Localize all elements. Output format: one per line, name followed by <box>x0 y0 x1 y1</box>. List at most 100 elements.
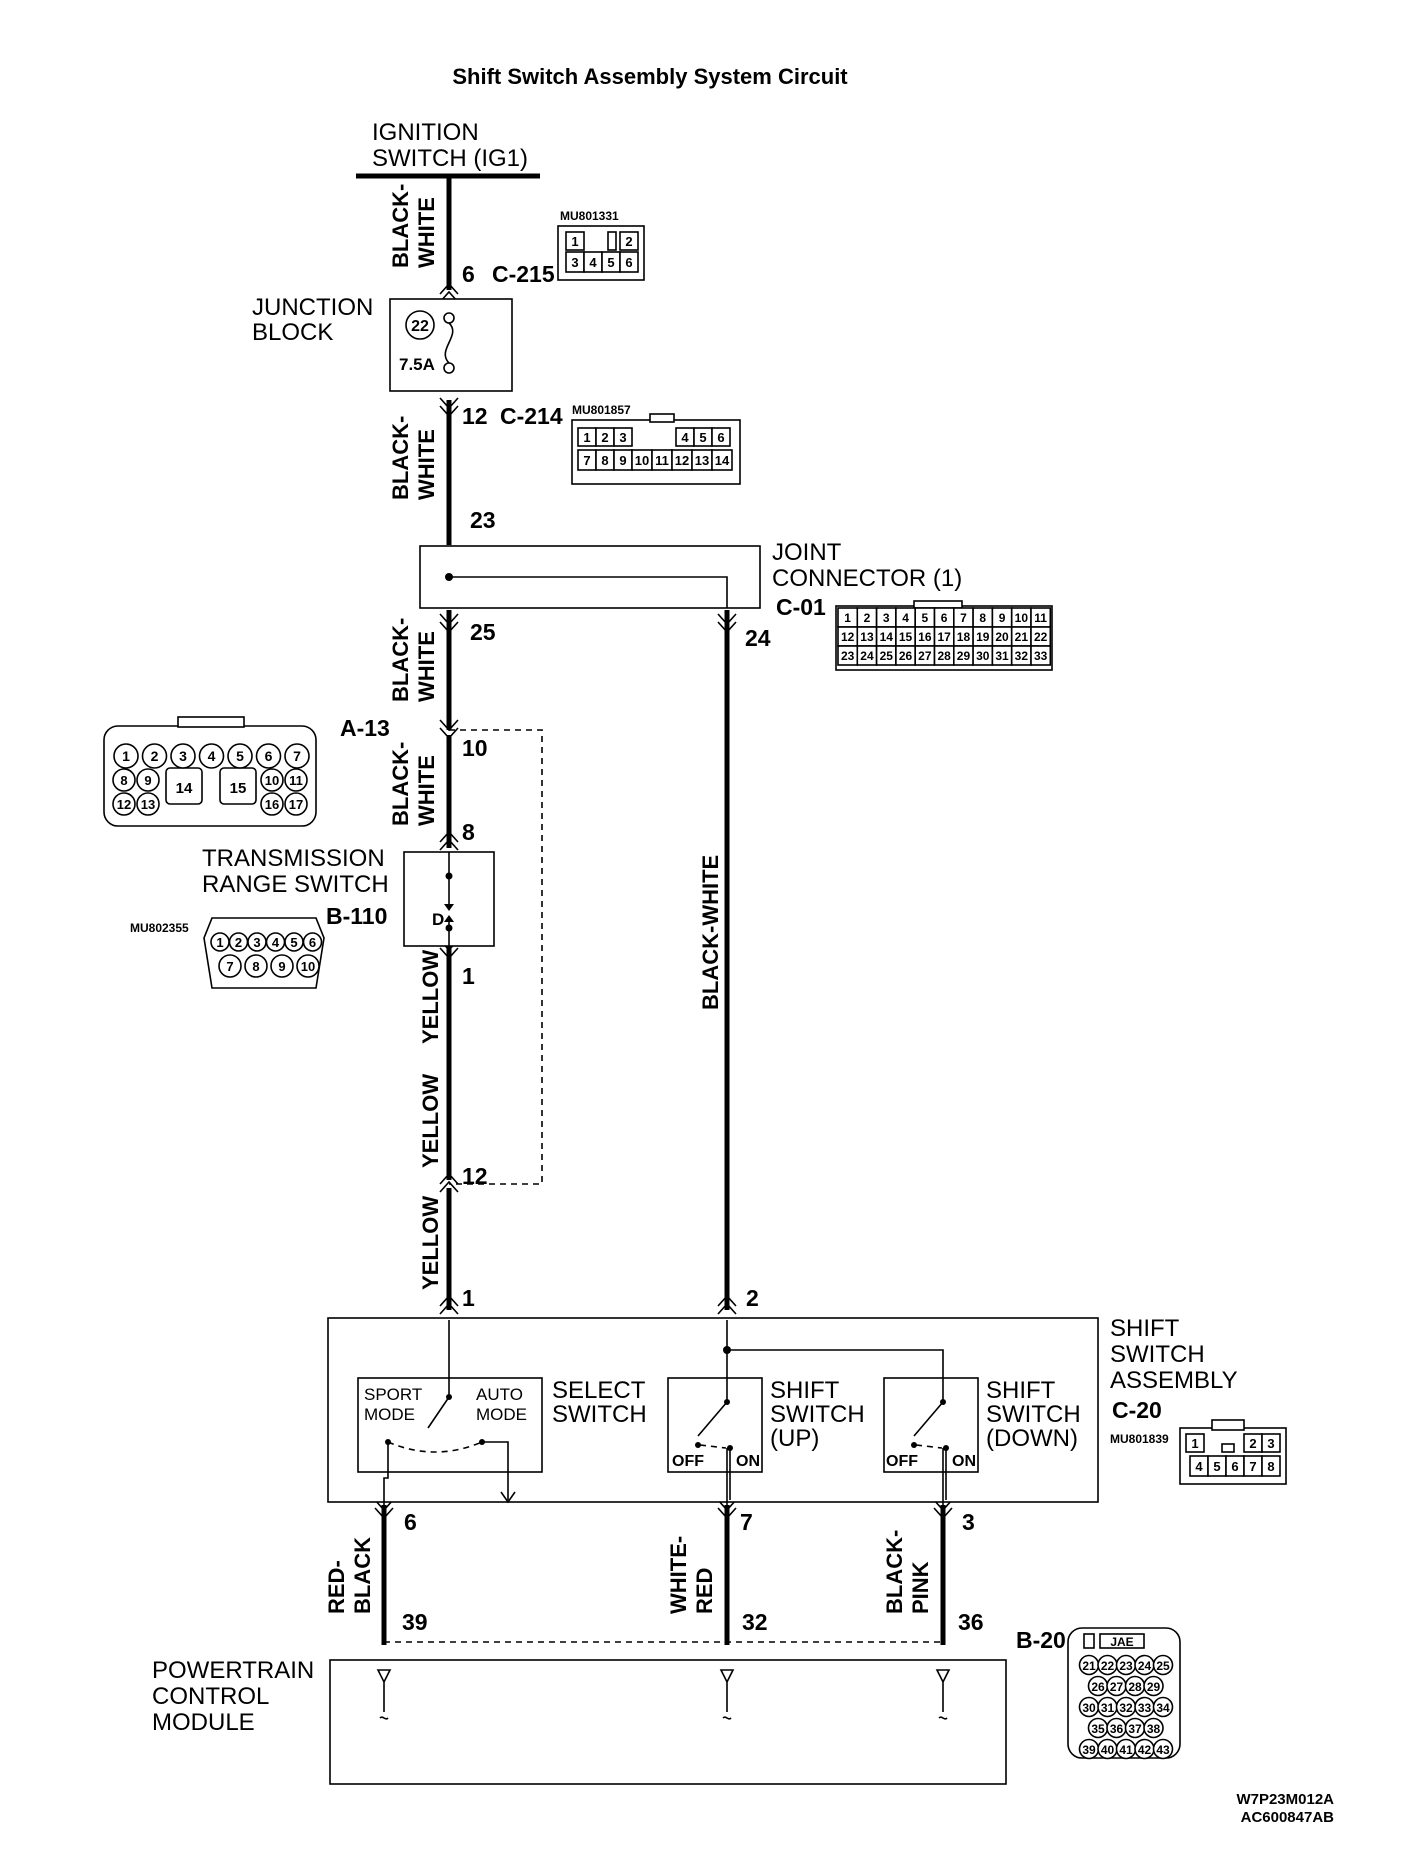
wire-label-black-pink: BLACK- PINK <box>882 1530 933 1614</box>
pin-ssa-3: 3 <box>962 1509 975 1535</box>
feed-junction-node <box>723 1346 731 1354</box>
connector-pin-label: 23 <box>1119 1659 1133 1673</box>
connector-pin-label: 12 <box>841 630 855 644</box>
svg-text:6: 6 <box>717 430 724 445</box>
pin-trs-out: 1 <box>462 963 475 989</box>
connector-pin-label: 7 <box>226 959 233 974</box>
connector-pin-label: 34 <box>1156 1701 1170 1715</box>
wire-label-1: BLACK- WHITE <box>388 184 439 268</box>
svg-text:WHITE-: WHITE- <box>666 1536 691 1614</box>
connector-pin-label: 24 <box>860 649 874 663</box>
shift-down-label-3: (DOWN) <box>986 1425 1078 1452</box>
connector-pin-label: 14 <box>880 630 894 644</box>
pcm-connector-id: B-20 <box>1016 1627 1066 1653</box>
connector-id-c215: C-215 <box>492 261 555 287</box>
connector-pin-label: 4 <box>902 611 909 625</box>
connector-pin-label: 1 <box>844 611 851 625</box>
connector-pin-label: 5 <box>922 611 929 625</box>
connector-pin-label: 4 <box>208 748 216 764</box>
trs-position: D <box>432 910 444 929</box>
connector-pin-label: 31 <box>1101 1701 1115 1715</box>
diagram-code-1: W7P23M012A <box>1236 1791 1334 1808</box>
connector-pin-label: 5 <box>236 748 244 764</box>
pin-ssa-7: 7 <box>740 1509 753 1535</box>
pin-ssa-2: 2 <box>746 1285 759 1311</box>
shift-up-box <box>667 1377 763 1473</box>
svg-text:RED: RED <box>692 1568 717 1614</box>
pin-ssa-6: 6 <box>404 1509 417 1535</box>
svg-text:1: 1 <box>1191 1436 1198 1451</box>
svg-text:WHITE: WHITE <box>414 631 439 702</box>
fuse-number: 22 <box>411 318 429 335</box>
svg-text:7: 7 <box>583 453 590 468</box>
shift-down-feed <box>727 1349 944 1390</box>
connector-pin-label: 13 <box>860 630 874 644</box>
connector-pin-label: 26 <box>1091 1680 1105 1694</box>
pcm-box <box>329 1659 1007 1785</box>
part-number-b110: MU802355 <box>130 921 189 935</box>
connector-pin-label: 24 <box>1138 1659 1152 1673</box>
trs-label-1: TRANSMISSION <box>202 845 385 872</box>
a13-dashed-path <box>449 729 543 1185</box>
connector-pin-label: 9 <box>144 773 151 788</box>
connector-pin-label: 8 <box>252 959 259 974</box>
wire-label-3: BLACK- WHITE <box>388 618 439 702</box>
part-number-c215: MU801331 <box>560 209 619 223</box>
wire-label-yellow-2: YELLOW <box>418 1074 443 1168</box>
connector-id-a13: A-13 <box>340 715 390 741</box>
connector-pin-label: 10 <box>265 773 279 788</box>
auto-mode-label-1: AUTO <box>476 1385 523 1404</box>
shift-up-off: OFF <box>672 1453 704 1470</box>
part-number-c20: MU801839 <box>1110 1432 1169 1446</box>
wire-label-2: BLACK- WHITE <box>388 416 439 500</box>
svg-text:9: 9 <box>619 453 626 468</box>
connector-pin-label: 35 <box>1091 1722 1105 1736</box>
connector-pin-label: 36 <box>1110 1722 1124 1736</box>
joint-connector-node <box>445 573 453 581</box>
shift-down-on: ON <box>952 1453 976 1470</box>
connector-pin-label: 3 <box>883 611 890 625</box>
shift-up-label-2: SWITCH <box>770 1401 865 1428</box>
joint-connector-label-2: CONNECTOR (1) <box>772 565 962 592</box>
shift-down-switch-symbol <box>911 1378 949 1500</box>
wire-label-white-red: WHITE- RED <box>666 1536 717 1614</box>
trs-label-2: RANGE SWITCH <box>202 871 389 898</box>
connector-pin-label: 6 <box>309 935 316 950</box>
connector-pin-label: 1 <box>122 748 130 764</box>
shift-down-label-2: SWITCH <box>986 1401 1081 1428</box>
pcm-label-2: CONTROL <box>152 1683 269 1710</box>
svg-text:5: 5 <box>699 430 706 445</box>
ssa-label-2: SWITCH <box>1110 1341 1205 1368</box>
connector-pin-label: 20 <box>995 630 1009 644</box>
junction-label-2: BLOCK <box>252 319 333 346</box>
connector-pin-label: 10 <box>1015 611 1029 625</box>
joint-connector-id: C-01 <box>776 594 826 620</box>
pin-jc-in: 23 <box>470 507 496 533</box>
sport-mode-label-1: SPORT <box>364 1385 422 1404</box>
connector-pin-label: 16 <box>265 797 279 812</box>
wire-label-black-white-long: BLACK-WHITE <box>698 855 723 1010</box>
shift-down-box <box>883 1377 979 1473</box>
connector-pin-label: 21 <box>1015 630 1029 644</box>
pin-c214: 12 <box>462 403 488 429</box>
pin-pcm-32: 32 <box>742 1609 768 1635</box>
b20-tag: JAE <box>1110 1635 1133 1649</box>
svg-text:3: 3 <box>619 430 626 445</box>
joint-connector-label-1: JOINT <box>772 539 842 566</box>
connector-pin-label: 25 <box>880 649 894 663</box>
connector-pin-label: 3 <box>179 748 187 764</box>
connector-pin-label: 33 <box>1034 649 1048 663</box>
junction-label-1: JUNCTION <box>252 294 373 321</box>
svg-text:BLACK-: BLACK- <box>388 184 413 268</box>
connector-pin-label: 15 <box>899 630 913 644</box>
svg-text:8: 8 <box>1267 1459 1274 1474</box>
select-switch-label-1: SELECT <box>552 1377 646 1404</box>
connector-pin-label: 27 <box>1110 1680 1124 1694</box>
pcm-label-3: MODULE <box>152 1709 255 1736</box>
connector-pin-label: 4 <box>272 935 280 950</box>
auto-mode-label-2: MODE <box>476 1405 527 1424</box>
connector-pin-label: 29 <box>957 649 971 663</box>
connector-pin-label: 8 <box>979 611 986 625</box>
